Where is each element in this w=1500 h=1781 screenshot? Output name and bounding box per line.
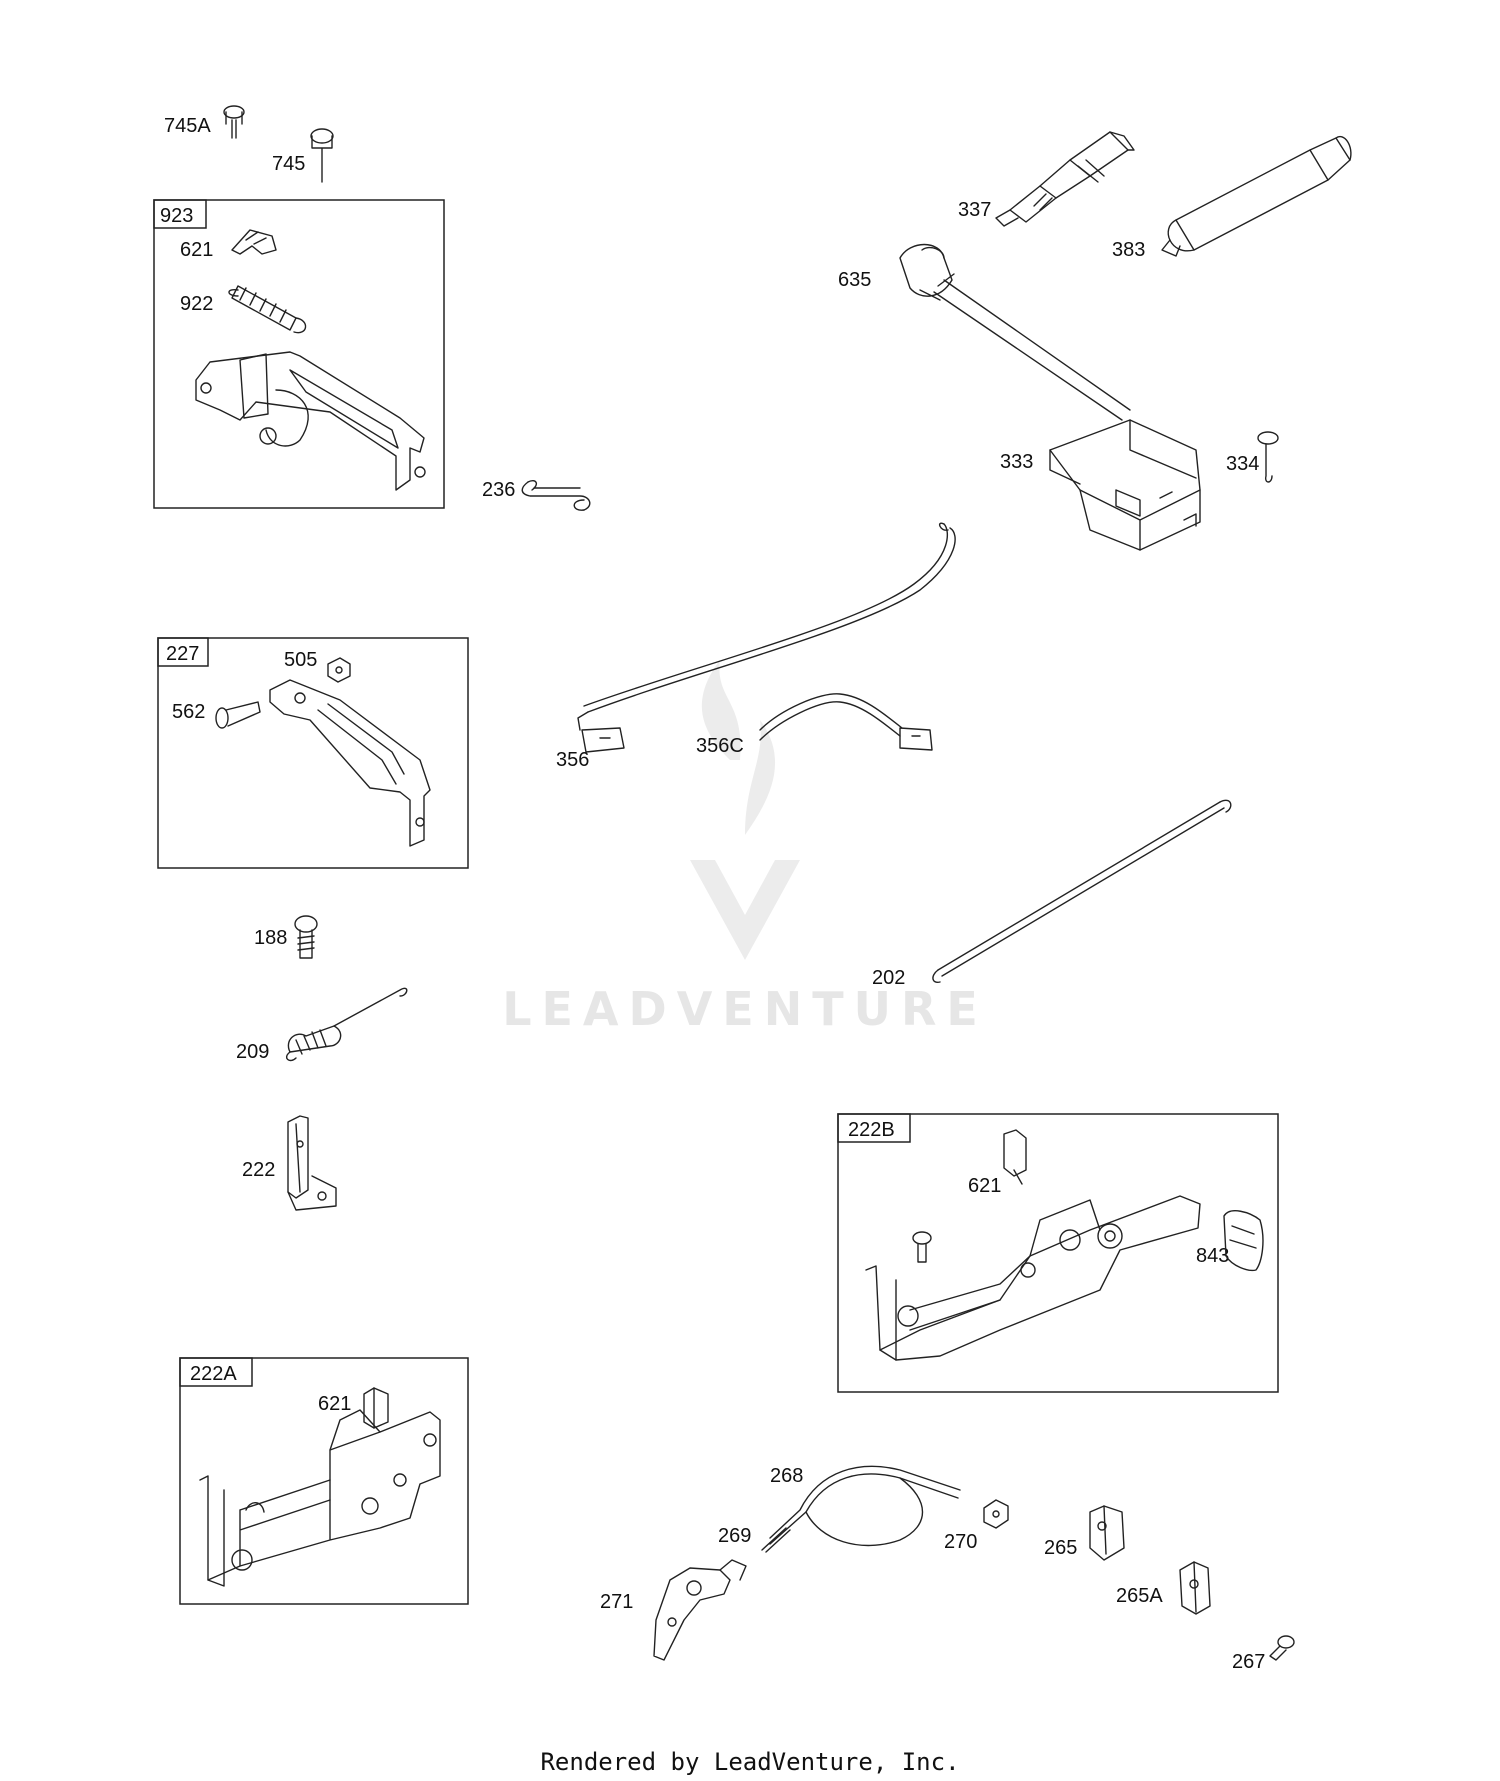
box-227: 227 505 562 bbox=[157, 637, 469, 869]
callout-271: 271 bbox=[600, 1591, 633, 1613]
box-222A-title: 222A bbox=[190, 1363, 237, 1385]
callout-334: 334 bbox=[1226, 453, 1259, 475]
box-227-label-505: 505 bbox=[284, 649, 317, 671]
callout-265: 265 bbox=[1044, 1537, 1077, 1559]
screw-745 bbox=[310, 128, 334, 183]
box-923-label-621: 621 bbox=[180, 239, 213, 261]
callout-188: 188 bbox=[254, 927, 287, 949]
callout-270: 270 bbox=[944, 1531, 977, 1553]
callout-333: 333 bbox=[1000, 451, 1033, 473]
callout-269: 269 bbox=[718, 1525, 751, 1547]
callout-265A: 265A bbox=[1116, 1585, 1163, 1607]
box-227-label-562: 562 bbox=[172, 701, 205, 723]
throttle-lever-271 bbox=[653, 1559, 747, 1661]
screw-267 bbox=[1269, 1635, 1295, 1661]
callout-383: 383 bbox=[1112, 239, 1145, 261]
clip-part bbox=[231, 229, 277, 255]
pad-843-part bbox=[1223, 1210, 1264, 1272]
screw-188 bbox=[294, 915, 318, 959]
control-bracket-part bbox=[199, 1409, 441, 1587]
leadventure-watermark-logo bbox=[690, 660, 800, 960]
box-222B-title: 222B bbox=[848, 1119, 895, 1141]
clip-621-part bbox=[1003, 1129, 1027, 1185]
callout-268: 268 bbox=[770, 1465, 803, 1487]
wrench-383 bbox=[1161, 135, 1352, 257]
watermark-text: LEADVENTURE bbox=[502, 982, 988, 1036]
callout-267: 267 bbox=[1232, 1651, 1265, 1673]
clip-621-part bbox=[363, 1387, 389, 1429]
footer-credit: Rendered by LeadVenture, Inc. bbox=[540, 1748, 959, 1776]
box-222B-label-621: 621 bbox=[968, 1175, 1001, 1197]
spring-209 bbox=[286, 987, 408, 1062]
spark-plug-lead-635 bbox=[899, 243, 1131, 421]
control-bracket-part bbox=[865, 1195, 1201, 1361]
box-222B-label-843: 843 bbox=[1196, 1245, 1229, 1267]
link-rod-236 bbox=[521, 480, 591, 511]
callout-209: 209 bbox=[236, 1041, 269, 1063]
box-222A: 222A 621 bbox=[179, 1357, 469, 1605]
screw-part bbox=[912, 1231, 932, 1263]
ground-wire-356 bbox=[577, 522, 956, 753]
box-923-title: 923 bbox=[160, 205, 193, 227]
nut-270 bbox=[983, 1499, 1009, 1529]
box-923-label-922: 922 bbox=[180, 293, 213, 315]
spring-part bbox=[228, 285, 307, 334]
wire-harness-356C bbox=[759, 693, 933, 751]
callout-356C: 356C bbox=[696, 735, 744, 757]
box-227-title: 227 bbox=[166, 643, 199, 665]
ignition-coil-333 bbox=[1049, 419, 1201, 551]
callout-202: 202 bbox=[872, 967, 905, 989]
box-923: 923 621 922 bbox=[153, 199, 445, 509]
nut-505-part bbox=[327, 657, 351, 683]
callout-337: 337 bbox=[958, 199, 991, 221]
callout-745A: 745A bbox=[164, 115, 211, 137]
box-222B: 222B 621 843 bbox=[837, 1113, 1279, 1393]
governor-rod-202 bbox=[932, 799, 1232, 984]
governor-lever-part bbox=[269, 679, 431, 847]
callout-236: 236 bbox=[482, 479, 515, 501]
callout-356: 356 bbox=[556, 749, 589, 771]
spark-plug-337 bbox=[995, 131, 1135, 227]
box-222A-label-621: 621 bbox=[318, 1393, 351, 1415]
governor-bracket-part bbox=[195, 351, 426, 491]
callout-222: 222 bbox=[242, 1159, 275, 1181]
bracket-222 bbox=[287, 1115, 337, 1211]
screw-334 bbox=[1257, 431, 1279, 483]
throttle-cable-268 bbox=[761, 1465, 961, 1553]
bracket-265 bbox=[1089, 1505, 1125, 1561]
bracket-265A bbox=[1179, 1561, 1211, 1615]
callout-745: 745 bbox=[272, 153, 305, 175]
callout-635: 635 bbox=[838, 269, 871, 291]
screw-745A bbox=[223, 105, 245, 139]
bolt-562-part bbox=[215, 701, 261, 729]
